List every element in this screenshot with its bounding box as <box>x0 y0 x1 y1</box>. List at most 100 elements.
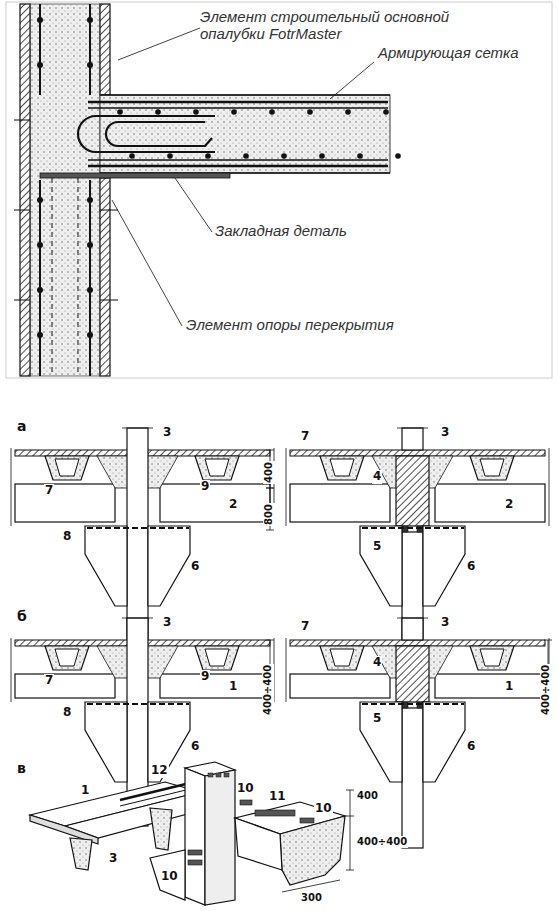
part-outline <box>188 860 202 865</box>
rebar-dot <box>37 332 43 338</box>
drawing-line <box>100 94 390 96</box>
drawing-line <box>362 527 464 529</box>
callout-number: 3 <box>440 616 450 630</box>
wall-slab-detail <box>6 2 552 378</box>
part-outline <box>15 674 115 698</box>
rebar-dot <box>319 153 325 159</box>
rebar-dot <box>87 287 93 293</box>
rebar-dot <box>395 153 401 159</box>
part-outline <box>205 459 229 476</box>
rebar-dot <box>37 62 43 68</box>
drawing-line <box>118 28 200 60</box>
rebar-dot <box>231 109 237 115</box>
callout-number: 3 <box>440 426 450 440</box>
part-outline <box>127 428 148 650</box>
part-outline <box>148 526 190 606</box>
rebar-dot <box>87 332 93 338</box>
rebar-dot <box>167 153 173 159</box>
dimension: 400÷400 <box>262 664 274 716</box>
callout-number: 6 <box>190 740 200 754</box>
part-outline <box>423 702 465 782</box>
drawing-line <box>120 789 190 806</box>
drawing-line <box>266 488 274 489</box>
part-outline <box>235 818 282 870</box>
frame-section <box>11 428 274 650</box>
dimension-line <box>266 450 552 698</box>
part-outline <box>320 646 364 670</box>
callout-number: 12 <box>150 764 169 778</box>
frame-section <box>286 428 549 672</box>
drawing-line <box>266 530 274 531</box>
rebar-dot <box>193 109 199 115</box>
section-letter: а <box>16 418 27 434</box>
part-outline <box>290 450 545 456</box>
part-name: Армирующая сетка <box>378 44 518 61</box>
part-outline <box>45 646 89 670</box>
part-outline <box>100 95 390 173</box>
drawing-line <box>346 816 354 817</box>
part-outline <box>330 649 354 666</box>
callout-number: 10 <box>160 870 179 884</box>
drawing-line <box>52 178 53 376</box>
callout-number: 1 <box>228 680 238 694</box>
part-outline <box>195 646 239 670</box>
part-outline <box>100 178 110 376</box>
drawing-line <box>286 448 287 526</box>
rebar-dot <box>87 62 93 68</box>
part-outline <box>330 459 354 476</box>
callout-number: 7 <box>44 674 54 688</box>
drawing-line <box>11 638 12 702</box>
drawing-line <box>346 870 354 871</box>
dimension: 400 <box>263 461 275 484</box>
drawing-line <box>89 180 91 376</box>
callout-number: 4 <box>372 470 382 484</box>
callout-number: 1 <box>80 784 90 798</box>
drawing-line <box>266 488 274 489</box>
part-outline <box>40 173 230 178</box>
dimension: 400÷400 <box>540 664 552 716</box>
drawing-line <box>88 107 388 108</box>
callout-number: 6 <box>190 560 200 574</box>
drawing-line <box>286 638 287 702</box>
drawing-line <box>549 448 550 526</box>
rebar-dot <box>281 153 287 159</box>
drawing-line <box>274 638 275 702</box>
callout-number: 4 <box>372 656 382 670</box>
part-outline <box>480 459 504 476</box>
rebar-dot <box>117 109 123 115</box>
part-outline <box>148 702 190 782</box>
drawing-line <box>175 178 212 232</box>
part-outline <box>423 526 465 606</box>
callout-number: 5 <box>372 712 382 726</box>
callout-number: 2 <box>228 498 238 512</box>
part-outline <box>55 459 79 476</box>
drawing-line <box>397 428 428 429</box>
drawing-line <box>78 178 79 376</box>
callout-number: 3 <box>162 426 172 440</box>
part-outline <box>188 850 202 855</box>
part-outline <box>435 484 545 522</box>
part-outline <box>402 618 423 640</box>
part-outline <box>255 810 295 816</box>
drawing-line <box>350 816 351 870</box>
rebar-dot <box>37 17 43 23</box>
rebar-dot <box>129 153 135 159</box>
drawing-line <box>100 210 118 211</box>
drawing-line <box>100 300 118 301</box>
callout-number: 9 <box>200 670 210 684</box>
callout-number: 5 <box>372 540 382 554</box>
callout-number: 8 <box>62 530 72 544</box>
callout-number: 8 <box>62 706 72 720</box>
part-outline <box>240 800 252 805</box>
part-name: Закладная деталь <box>215 222 347 239</box>
rebar-dot <box>383 109 389 115</box>
rebar-dot <box>87 17 93 23</box>
drawing-line <box>14 120 30 121</box>
part-outline <box>402 428 423 450</box>
drawing-line <box>88 165 388 167</box>
part-outline <box>20 4 30 376</box>
rebar-dot <box>357 153 363 159</box>
callout-number: 3 <box>108 852 118 866</box>
part-outline <box>160 674 270 698</box>
callout-number: 9 <box>200 480 210 494</box>
